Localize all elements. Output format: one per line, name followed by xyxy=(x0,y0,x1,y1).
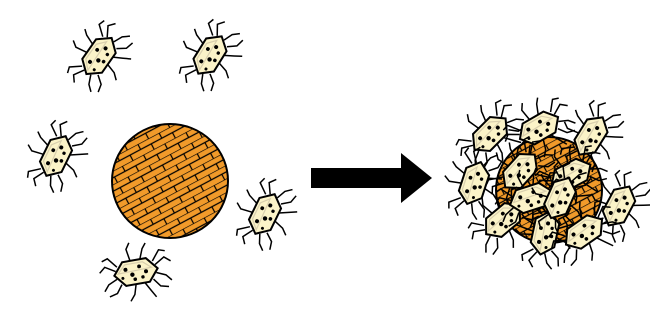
spotted-bug-icon xyxy=(13,110,97,200)
right-group xyxy=(434,84,650,276)
spotted-bug-icon xyxy=(54,9,143,101)
left-group xyxy=(13,9,306,306)
spotted-bug-icon xyxy=(222,168,306,258)
spotted-bug-icon xyxy=(95,236,176,306)
arrow-shaft xyxy=(311,168,401,188)
reaction-arrow xyxy=(311,153,432,203)
spotted-bug-icon xyxy=(165,9,252,101)
arrow-head-icon xyxy=(401,153,432,203)
orange-brick-particle-icon xyxy=(112,124,228,238)
